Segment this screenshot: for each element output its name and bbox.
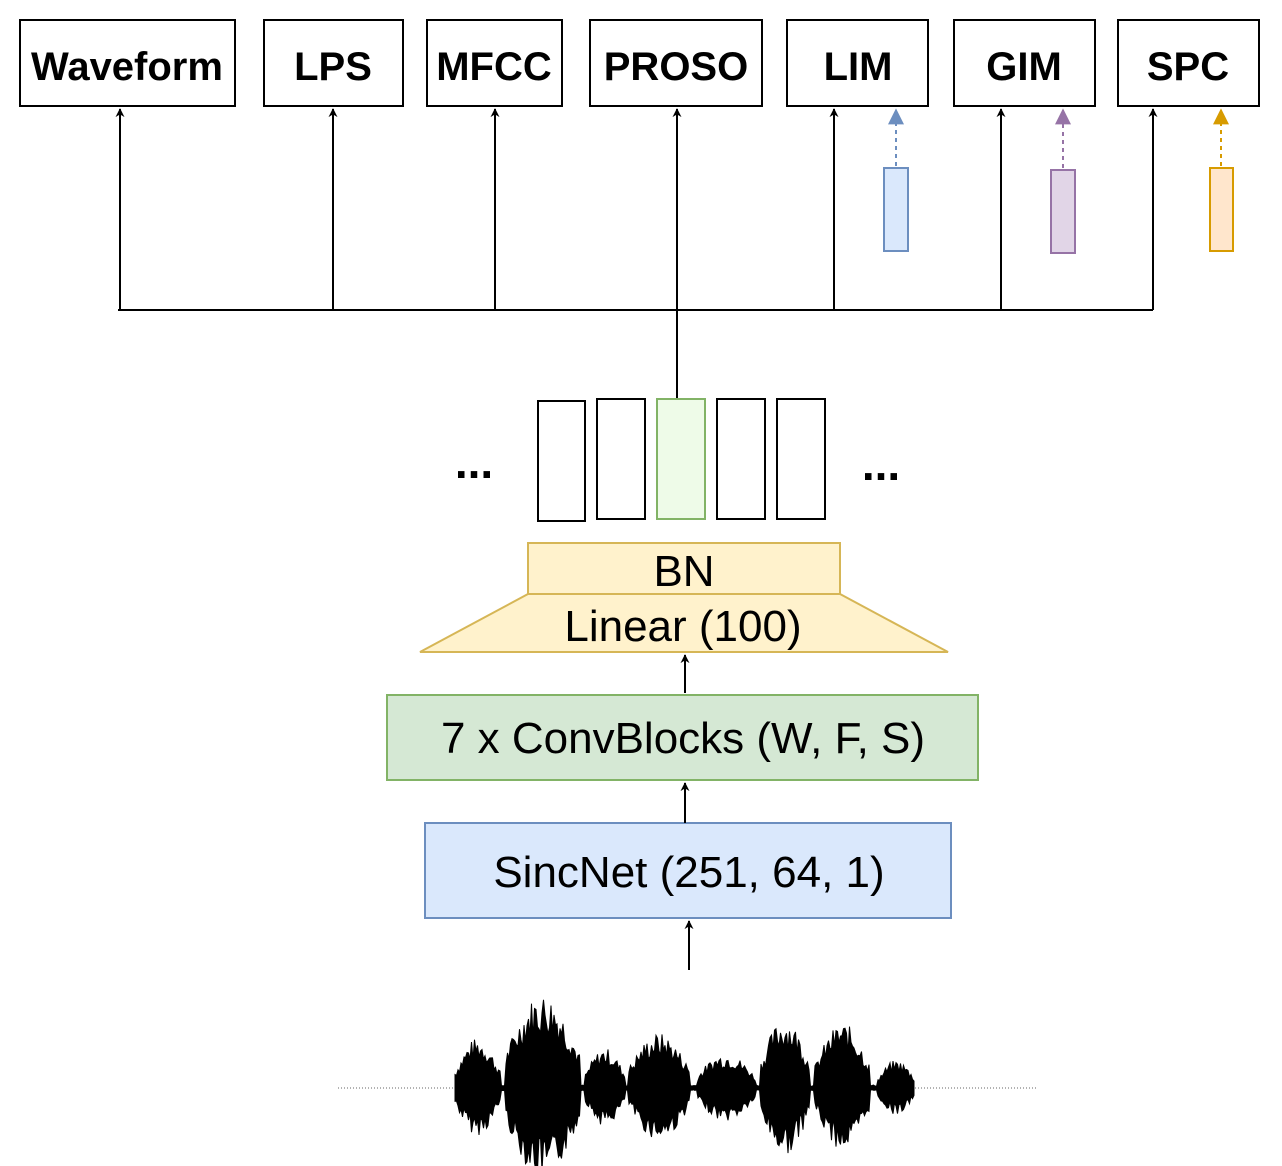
- convblocks-label: 7 x ConvBlocks (W, F, S): [441, 714, 925, 763]
- frame-1: [537, 400, 586, 522]
- gim-sample: [1050, 108, 1076, 254]
- worker-spc-label: SPC: [1147, 45, 1229, 89]
- worker-mfcc-label: MFCC: [436, 45, 552, 89]
- left-ellipsis: ...: [455, 436, 493, 488]
- input-waveform: [338, 999, 1038, 1166]
- waveform-signal: [454, 999, 915, 1166]
- bn-box: [527, 542, 841, 595]
- worker-connectors: [115, 108, 1158, 398]
- convblocks-box: [386, 694, 979, 781]
- lim-sample: [883, 108, 909, 252]
- linear-label: Linear (100): [564, 602, 801, 651]
- frame-selected: [656, 398, 706, 520]
- spc-sample-bar: [1209, 167, 1234, 252]
- flow-arrows: [680, 654, 694, 970]
- worker-spc-box: [1117, 19, 1260, 107]
- lim-sample-bar: [883, 167, 909, 252]
- frame-4: [716, 398, 766, 520]
- worker-waveform: Waveform: [19, 19, 236, 107]
- sincnet-block: SincNet (251, 64, 1): [424, 822, 952, 919]
- worker-waveform-label: Waveform: [31, 45, 223, 89]
- worker-lps: LPS: [263, 19, 404, 107]
- worker-gim: GIM: [953, 19, 1096, 107]
- sincnet-label: SincNet (251, 64, 1): [493, 848, 884, 897]
- worker-proso: PROSO: [589, 19, 763, 107]
- worker-proso-box: [589, 19, 763, 107]
- frame-5: [776, 398, 826, 520]
- right-ellipsis: ...: [862, 438, 900, 490]
- worker-proso-label: PROSO: [604, 45, 748, 89]
- worker-mfcc: MFCC: [426, 19, 563, 107]
- worker-lps-box: [263, 19, 404, 107]
- gim-sample-bar: [1050, 169, 1076, 254]
- worker-lim-box: [786, 19, 929, 107]
- worker-row: Waveform LPS MFCC PROSO LIM GIM SPC: [19, 19, 1260, 107]
- bn-label: BN: [653, 547, 714, 596]
- linear-bn-block: BN Linear (100): [419, 542, 949, 653]
- worker-waveform-box: [19, 19, 236, 107]
- sincnet-box: [424, 822, 952, 919]
- convblocks-block: 7 x ConvBlocks (W, F, S): [386, 694, 979, 781]
- worker-lim: LIM: [786, 19, 929, 107]
- frame-2: [596, 398, 646, 520]
- worker-gim-box: [953, 19, 1096, 107]
- worker-gim-label: GIM: [986, 45, 1062, 89]
- embedding-frames: ... ...: [455, 398, 900, 522]
- spc-sample: [1209, 108, 1234, 252]
- worker-lps-label: LPS: [294, 45, 372, 89]
- worker-mfcc-box: [426, 19, 563, 107]
- worker-spc: SPC: [1117, 19, 1260, 107]
- worker-lim-label: LIM: [824, 45, 893, 89]
